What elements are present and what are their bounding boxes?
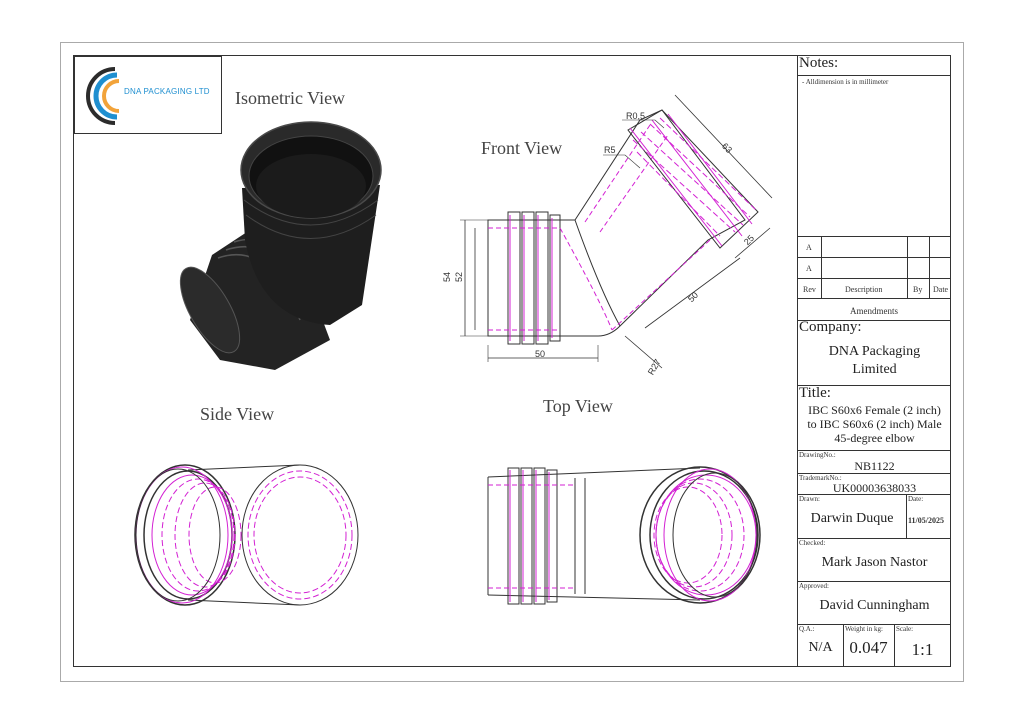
weight-label: Weight in kg:: [845, 625, 883, 633]
checked-by: Mark Jason Nastor: [821, 555, 928, 570]
amendments-title: Amendments: [850, 306, 898, 316]
amendments-col-date: Date: [933, 285, 949, 294]
drawn-label: Drawn:: [799, 495, 820, 503]
top-elbow: [487, 466, 761, 605]
title-line2: to IBC S60x6 (2 inch) Male: [807, 417, 942, 431]
company-name-line1: DNA Packaging: [828, 344, 921, 359]
drawing-frame: [73, 55, 951, 667]
notes-line: - Alldimension is in millimeter: [802, 78, 889, 86]
dim-54: 54: [442, 271, 453, 283]
amendments-col-rev: Rev: [803, 285, 816, 294]
amendments-col-by: By: [913, 285, 923, 294]
qa-value: N/A: [808, 640, 833, 655]
side-elbow: [134, 464, 359, 606]
trademark-label: TrademarkNo.:: [799, 474, 842, 482]
technical-drawing: [134, 94, 773, 606]
logo-mark-icon: [86, 67, 120, 125]
isometric-view-label: Isometric View: [235, 88, 346, 108]
front-elbow: [460, 94, 773, 369]
company-heading: Company:: [799, 319, 862, 335]
qa-label: Q.A.:: [799, 625, 815, 633]
notes-divider: [798, 75, 951, 76]
amendment-rev-1: A: [806, 243, 812, 252]
front-view-label: Front View: [481, 138, 563, 158]
drawing-no: NB1122: [854, 459, 895, 473]
amendments-table: [798, 236, 951, 299]
title-heading: Title:: [799, 385, 831, 401]
scale-label: Scale:: [896, 625, 914, 633]
company-name-line2: Limited: [852, 362, 897, 377]
checked-label: Checked:: [799, 539, 826, 547]
dim-52: 52: [454, 271, 465, 283]
side-view-label: Side View: [200, 404, 275, 424]
amendment-rev-2: A: [806, 264, 812, 273]
title-line1: IBC S60x6 Female (2 inch): [808, 403, 941, 417]
amendments-col-description: Description: [845, 285, 883, 294]
drawing-sheet: [60, 42, 964, 682]
drawing-date: 11/05/2025: [908, 516, 945, 525]
approved-by: David Cunningham: [819, 598, 930, 613]
dim-r5: R5: [604, 145, 616, 155]
approved-label: Approved:: [799, 582, 829, 590]
date-label: Date:: [908, 495, 924, 503]
title-line3: 45-degree elbow: [834, 431, 915, 445]
trademark-no: UK00003638033: [832, 481, 917, 495]
weight-value: 0.047: [849, 638, 888, 657]
isometric-elbow: [179, 121, 382, 370]
drawn-by: Darwin Duque: [810, 511, 894, 526]
dim-50-horizontal: 50: [535, 349, 546, 359]
scale-value: 1:1: [911, 640, 934, 659]
dim-r05: R0,5: [626, 111, 646, 121]
company-logo: DNA PACKAGING LTD: [74, 56, 222, 134]
logo-text: DNA PACKAGING LTD: [124, 87, 210, 96]
notes-heading: Notes:: [799, 55, 839, 71]
title-block: Notes: - Alldimension is in millimeter A…: [797, 55, 951, 666]
drawing-no-label: DrawingNo.:: [799, 451, 836, 459]
top-view-label: Top View: [543, 396, 613, 416]
